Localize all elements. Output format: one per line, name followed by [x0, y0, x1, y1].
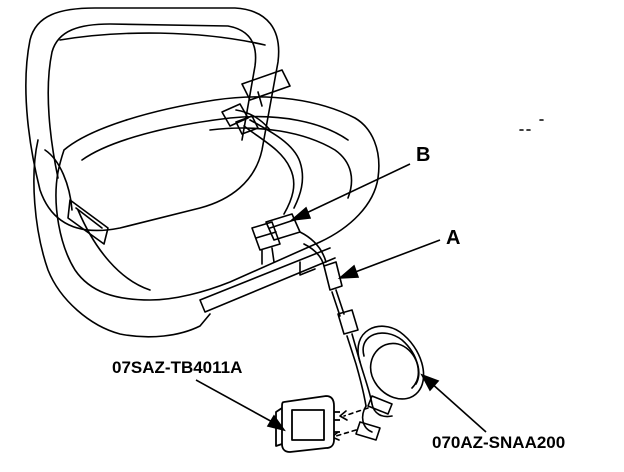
seat-side-lever — [67, 199, 109, 245]
seat-back — [25, 7, 280, 232]
seat-harness — [221, 103, 327, 267]
label-a: A — [446, 227, 460, 249]
leader-tool-unit — [195, 379, 277, 425]
seat-rail — [199, 247, 336, 313]
tester-unit — [275, 395, 340, 453]
connector-a — [323, 261, 343, 291]
connector-block — [251, 221, 281, 251]
seat-side-panel — [33, 139, 211, 338]
callout-leaders — [195, 163, 487, 433]
extension-harness — [323, 261, 425, 441]
inline-connector — [337, 309, 359, 335]
label-part-tool-unit: 07SAZ-TB4011A — [112, 358, 242, 377]
seat-cushion — [55, 96, 380, 301]
plug-lower — [355, 421, 381, 441]
arrowhead-b — [289, 206, 312, 222]
arrowhead-tool-unit — [266, 414, 286, 432]
coiled-cable — [357, 325, 425, 400]
leader-a — [349, 239, 441, 275]
seat-illustration — [25, 7, 545, 338]
seat-back-inner — [47, 23, 257, 179]
seat-belt-buckle — [241, 69, 291, 101]
label-b: B — [416, 144, 430, 166]
label-part-harness: 070AZ-SNAA200 — [432, 433, 565, 452]
arrowhead-harness — [420, 373, 440, 392]
plug-upper — [367, 395, 393, 415]
leader-b — [299, 163, 411, 217]
arrowhead-a — [337, 264, 360, 279]
leader-harness — [429, 381, 487, 433]
